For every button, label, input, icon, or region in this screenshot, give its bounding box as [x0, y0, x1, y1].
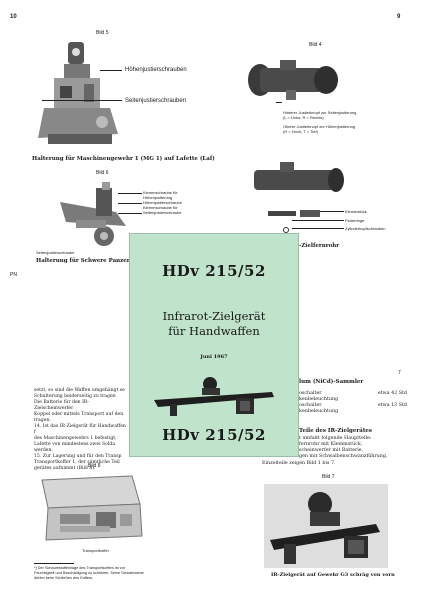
- section-line: t umfaßt folgende Hauptteile:: [299, 436, 372, 441]
- fig4-callout-1: Hinterer Justierknopf zur Seitenjustieru…: [283, 110, 357, 115]
- fig8-label: Bild 8: [88, 463, 101, 469]
- fig6-label: Bild 6: [96, 170, 109, 176]
- fig4-callout-3: Oberer Justierknopf zur Höhenjustierung: [283, 124, 356, 129]
- left-body-line: Lafette von mindestens zwei Solda: [34, 442, 116, 447]
- section-text: t umfaßt folgende Hauptteile: fernrohr m…: [299, 436, 419, 460]
- left-body-line: gerätes aufnimmt (Bild 8).: [34, 466, 96, 471]
- left-body-line: Die Batterie für den IR-Zielscheinwerfer: [34, 400, 89, 411]
- fig8-caption: Transportkoffer: [82, 548, 109, 553]
- left-body-line: Transportkoffer 1, der sämtliche Teil: [34, 460, 120, 465]
- fig7-label: Bild 7: [322, 474, 335, 480]
- fig6-callouts: Klemmschraube für Höhenjustierung Höhenj…: [143, 190, 182, 215]
- left-page-number: 10: [10, 14, 17, 20]
- left-body-line: setzt, so sind die Waffen umgehängt se: [34, 388, 125, 393]
- fig5-callout-top: Höhenjustierschrauben: [125, 67, 187, 73]
- fig7-photo: [264, 484, 388, 568]
- fig8-photo: [36, 474, 146, 544]
- left-body-line: werden.: [34, 448, 53, 453]
- fig6-callout-3: Höhenjustierschraube: [143, 200, 182, 205]
- fig5-label: Bild 5: [96, 30, 109, 36]
- left-body-line: 15. Zur Lagerung und für den Transp: [34, 454, 122, 459]
- margin-mark: PN: [10, 272, 17, 278]
- cover-code-bottom: HDv 215/52: [162, 426, 266, 444]
- left-body-line: tragen.: [34, 418, 51, 423]
- section-closing-line: Einzelteile zeigen Bild 1 bis 7.: [262, 461, 336, 466]
- right-page-number: 9: [397, 14, 401, 20]
- screw-photo: [282, 226, 290, 241]
- cover-date: Juni 1967: [200, 354, 228, 360]
- fig4-photo: [246, 56, 342, 108]
- fig4-label: Bild 4: [309, 42, 322, 48]
- cover-title-line2: für Handwaffen: [168, 324, 260, 338]
- section-heading: Teile des IR-Zielgerätes: [299, 428, 372, 434]
- fig5-callout-bottom: Seitenjustierschrauben: [125, 98, 187, 104]
- cover-code-top: HDv 215/52: [162, 262, 266, 280]
- cover-rifle-illustration: [152, 374, 278, 418]
- fig4b-callout-screws: Zylinderkopfschrauben: [345, 226, 386, 231]
- fig4-caption-fragment: -Zielfernrohr: [299, 243, 340, 249]
- section-line: gen mit Schwalbenschwanzführung.: [299, 454, 388, 459]
- fig6-photo: [56, 182, 132, 252]
- fig6-caption: Halterung für Schwere Panzerf: [36, 258, 133, 264]
- fig6-callout-1: Klemmschraube für: [143, 190, 178, 195]
- cover-title: Infrarot-Zielgerät für Handwaffen: [130, 309, 298, 339]
- fig4-callout-2: (L = Links; R = Rechts): [283, 115, 324, 120]
- cover-title-line1: Infrarot-Zielgerät: [162, 309, 266, 323]
- fig4-callout-4: (H = Hoch; T = Tief): [283, 129, 318, 134]
- right-heading-fragment: lum (NiCd)-Sammler: [299, 379, 364, 385]
- list-item: kenbeleuchtung: [299, 397, 339, 402]
- fig4b-callout-rings: Federringe: [345, 218, 365, 223]
- list-item: kenbeleuchtung: [299, 409, 339, 414]
- fig6-callout-left: Seitenjustierschraube: [36, 250, 75, 255]
- fig6-callout-4: Klemmschraube für: [143, 205, 178, 210]
- fig5-caption: Halterung für Maschinengewehr 1 (MG 1) a…: [32, 156, 215, 162]
- clamp-parts-photo: [266, 204, 326, 217]
- fig4-callouts: Hinterer Justierknopf zur Seitenjustieru…: [283, 110, 356, 134]
- section-line: scheinwerfer mit Batterie,: [299, 448, 364, 453]
- fig6-callout-5: Seitenjustierschraube: [143, 210, 182, 215]
- fig6-callout-2: Höhenjustierung: [143, 195, 173, 200]
- fig5-photo: [34, 38, 126, 150]
- footnote: *) Der Schaumstoffeinlage des Transportk…: [34, 566, 144, 580]
- left-body-line: 14. Ist das IR-Zielgerät für Handwaffen …: [34, 424, 126, 435]
- spring-ring-photo: [282, 218, 290, 233]
- left-body-line: des Maschinengewehrs 1 befestigt,: [34, 436, 117, 441]
- left-body-line: Koppel oder mittels Transport auf den: [34, 412, 124, 417]
- right-page-marker: 7: [398, 370, 401, 376]
- fig7-caption: IR-Zielgerät auf Gewehr G3 schräg von vo…: [271, 572, 395, 578]
- left-body-text: setzt, so sind die Waffen umgehängt se S…: [34, 388, 128, 472]
- fig4b-photo: [250, 160, 346, 200]
- fig4b-callout-clamp: Klemmstück: [345, 209, 367, 214]
- manual-cover: HDv 215/52 Infrarot-Zielgerät für Handwa…: [129, 233, 299, 457]
- section-line: fernrohr mit Klemmstück,: [299, 442, 363, 447]
- left-body-line: Schulterung beiderseitig zu tragen: [34, 394, 116, 399]
